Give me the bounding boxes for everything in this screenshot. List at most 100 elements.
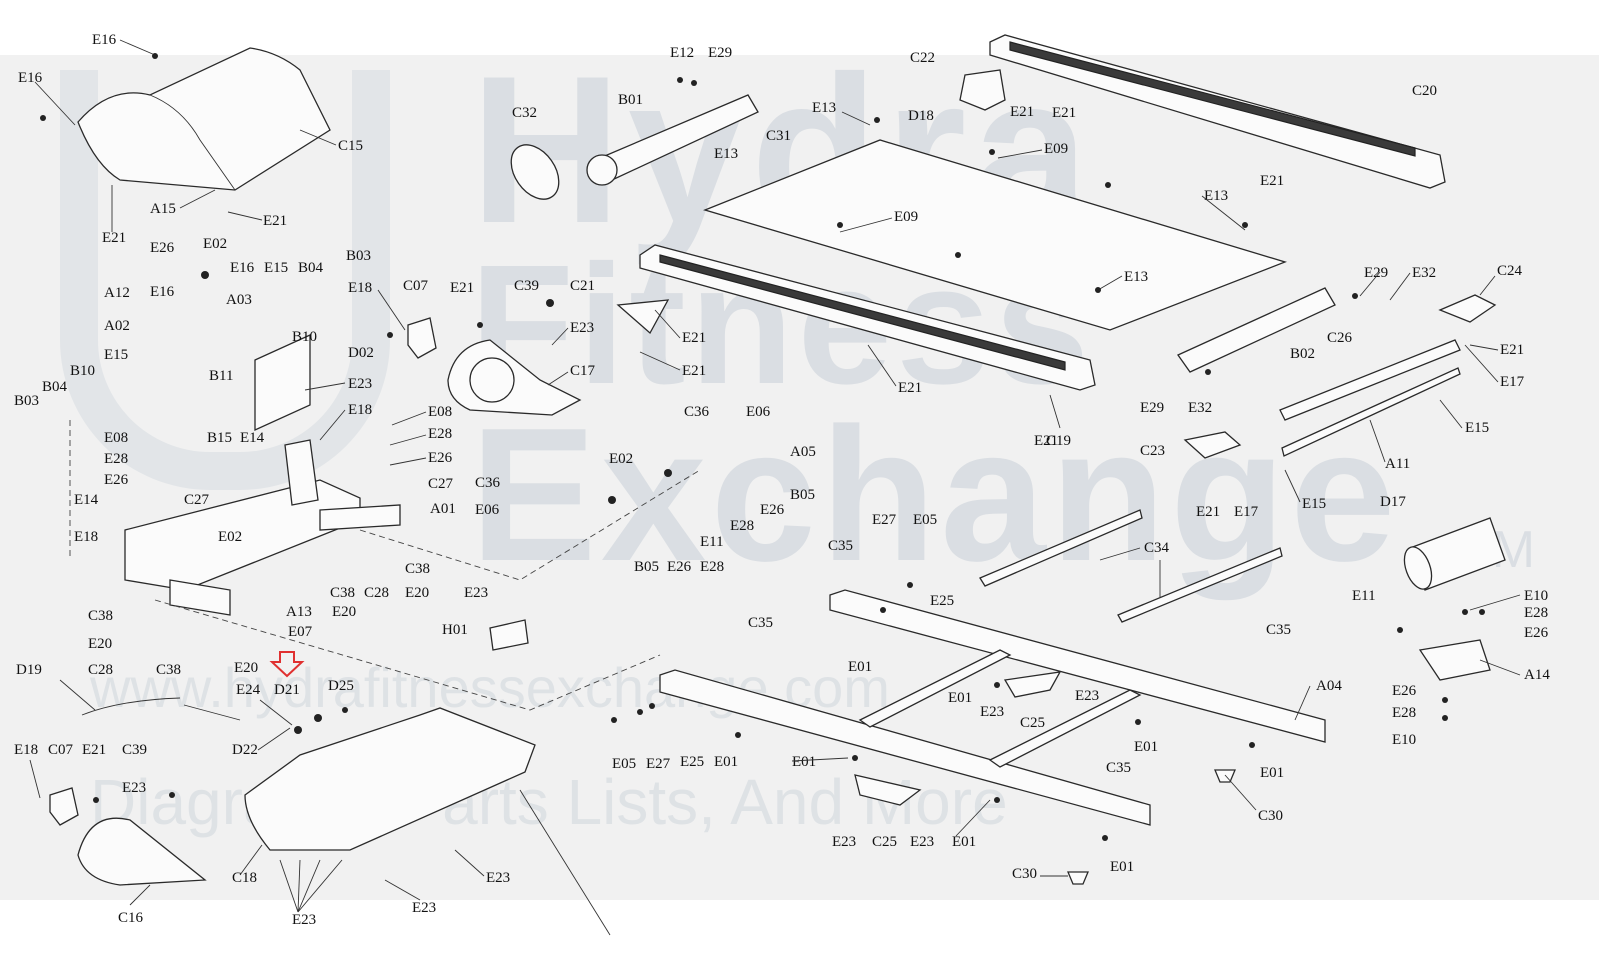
label-E01: E01 [714,754,738,770]
label-E01: E01 [848,659,872,675]
label-E23: E23 [570,320,594,336]
label-D19: D19 [16,662,42,678]
label-E21: E21 [1034,433,1058,449]
label-E05: E05 [913,512,937,528]
label-D21: D21 [274,682,300,698]
label-E26: E26 [1524,625,1549,641]
label-E21: E21 [1196,504,1220,520]
part-base-frame-rail-right [829,589,1326,743]
label-E11: E11 [700,534,724,550]
part-base-frame-cross-1 [858,649,1012,728]
label-E26: E26 [667,559,692,575]
label-B04: B04 [298,260,324,276]
label-E02: E02 [609,451,633,467]
label-E23: E23 [486,870,510,886]
label-E21: E21 [263,213,287,229]
label-C38: C38 [156,662,181,678]
part-base-frame-rail-left [659,669,1151,826]
label-E21: E21 [1052,105,1076,121]
label-E27: E27 [646,756,671,772]
part-running-deck [703,139,1287,331]
label-E23: E23 [980,704,1004,720]
label-E13: E13 [812,100,836,116]
label-E12: E12 [670,45,694,61]
label-E32: E32 [1188,400,1212,416]
part-small-cover-c07-lower [49,787,79,826]
label-E01: E01 [948,690,972,706]
part-motor-pan [244,707,536,851]
label-E26: E26 [760,502,785,518]
label-E21: E21 [1260,173,1284,189]
part-frame-foot [169,579,231,616]
part-rear-roller [1177,287,1336,373]
label-E09: E09 [894,209,918,225]
label-C21: C21 [570,278,595,294]
label-E16: E16 [230,260,255,276]
label-E11: E11 [1352,588,1376,604]
part-cable-d19 [81,697,181,716]
part-motor-hood [77,47,331,191]
label-C38: C38 [88,608,113,624]
label-E21: E21 [682,330,706,346]
label-C25: C25 [872,834,897,850]
label-C35: C35 [1266,622,1291,638]
label-E21: E21 [450,280,474,296]
label-E17: E17 [1234,504,1259,520]
label-A05: A05 [790,444,816,460]
label-C31: C31 [766,128,791,144]
label-E21: E21 [1010,104,1034,120]
label-E28: E28 [428,426,452,442]
label-C07: C07 [48,742,74,758]
label-C36: C36 [684,404,710,420]
label-C34: C34 [1144,540,1170,556]
label-B11: B11 [209,368,233,384]
label-A13: A13 [286,604,312,620]
label-E10: E10 [1524,588,1548,604]
label-B02: B02 [1290,346,1315,362]
label-A04: A04 [1316,678,1342,694]
part-base-frame-cross-2 [988,689,1142,768]
label-E02: E02 [203,236,227,252]
label-E08: E08 [104,430,128,446]
label-B10: B10 [292,329,317,345]
label-A15: A15 [150,201,176,217]
assembly-line-2 [359,469,701,581]
label-C19: C19 [1046,433,1071,449]
part-shapes [49,34,1506,886]
label-E28: E28 [730,518,754,534]
label-B05: B05 [790,487,815,503]
label-E25: E25 [680,754,704,770]
part-bracket-c25-a [1003,671,1062,698]
part-side-cover-c16 [77,817,207,886]
label-B03: B03 [14,393,39,409]
label-E26: E26 [428,450,453,466]
label-E21: E21 [102,230,126,246]
part-side-rail-c20-tread [1009,41,1416,157]
label-C32: C32 [512,105,537,121]
label-E08: E08 [428,404,452,420]
part-motor-hood-edge [149,94,236,191]
label-E15: E15 [104,347,128,363]
part-side-cover-hub [469,357,515,403]
label-C24: C24 [1497,263,1523,279]
label-C35: C35 [1106,760,1131,776]
label-D18: D18 [908,108,934,124]
label-B03: B03 [346,248,371,264]
label-E07: E07 [288,624,313,640]
label-A14: A14 [1524,667,1550,683]
part-bracket-c23 [1183,431,1242,459]
fastener-dots [40,53,1485,841]
label-E28: E28 [1392,705,1416,721]
label-E23: E23 [1075,688,1099,704]
label-C30: C30 [1012,866,1037,882]
label-E13: E13 [1204,188,1228,204]
label-C23: C23 [1140,443,1165,459]
label-E29: E29 [1364,265,1388,281]
label-E25: E25 [930,593,954,609]
label-E29: E29 [1140,400,1164,416]
part-strip-a11 [1281,367,1461,457]
label-C26: C26 [1327,330,1353,346]
label-C25: C25 [1020,715,1045,731]
label-E17: E17 [1500,374,1525,390]
label-E06: E06 [746,404,771,420]
